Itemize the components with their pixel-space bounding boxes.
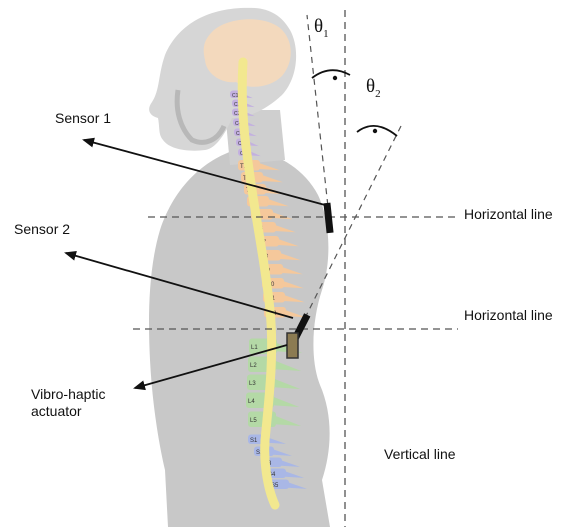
vertebra-label: L2 bbox=[250, 363, 257, 369]
vibro-haptic-actuator bbox=[287, 333, 298, 358]
actuator-label-line2: actuator bbox=[31, 403, 82, 419]
vertical-line-label: Vertical line bbox=[384, 446, 456, 462]
theta2-subscript: 2 bbox=[375, 88, 381, 100]
vertebra-label: L4 bbox=[248, 399, 255, 405]
actuator-label-line1: Vibro-haptic bbox=[31, 386, 105, 402]
vertebra-label: C1 bbox=[232, 93, 239, 99]
horizontal-line-label-upper: Horizontal line bbox=[464, 206, 553, 222]
neck bbox=[225, 110, 285, 165]
theta1-symbol: θ bbox=[314, 16, 323, 37]
theta2-angle-dot bbox=[373, 129, 377, 133]
vertebra-label: L5 bbox=[250, 418, 257, 424]
vertebra-label: S1 bbox=[250, 438, 258, 444]
sensor1-label: Sensor 1 bbox=[55, 110, 111, 126]
brain bbox=[204, 19, 291, 87]
vertebra-label: L3 bbox=[249, 381, 256, 387]
theta1-subscript: 1 bbox=[323, 28, 329, 40]
vertebra-label: L1 bbox=[251, 345, 258, 351]
body-silhouette bbox=[149, 150, 330, 527]
sensor2-label: Sensor 2 bbox=[14, 221, 70, 237]
theta2-symbol: θ bbox=[366, 76, 375, 97]
theta1-label: θ1 bbox=[314, 16, 329, 40]
theta2-label: θ2 bbox=[366, 76, 381, 100]
theta1-angle-dot bbox=[333, 76, 337, 80]
horizontal-line-label-lower: Horizontal line bbox=[464, 307, 553, 323]
theta1-angle-arc bbox=[312, 70, 350, 78]
